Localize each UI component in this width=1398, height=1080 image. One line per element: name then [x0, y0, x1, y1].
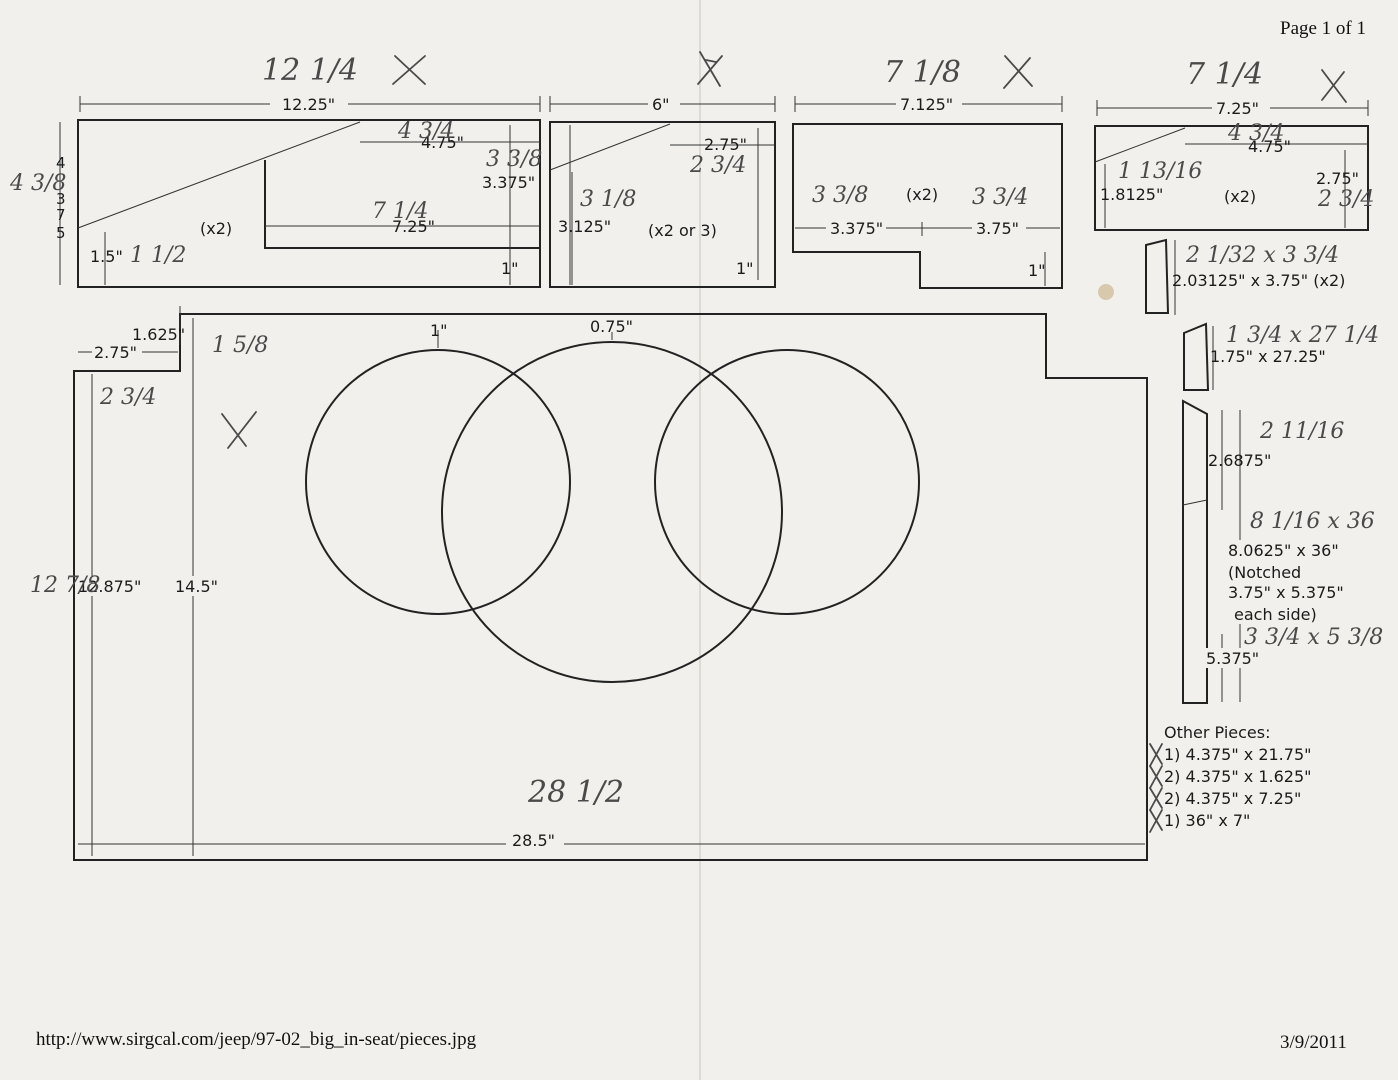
p3-right: 3.75": [976, 219, 1019, 238]
cross-mark: [1321, 69, 1347, 103]
board-hw-notch-w: 2 3/4: [99, 385, 156, 410]
p1-hw-inner: 7 1/4: [372, 199, 428, 224]
print-date: 3/9/2011: [1280, 1032, 1347, 1053]
p1-side: 1.5": [90, 247, 123, 266]
other-title: Other Pieces:: [1164, 723, 1270, 742]
p1-hw-side: 1 1/2: [130, 243, 186, 268]
p1-inner: 7.25": [392, 217, 435, 236]
p1-hw-left-digits: 4 3 7 5: [56, 154, 66, 242]
board-height-main: 14.5": [175, 577, 218, 596]
s3-line-2: (Notched: [1228, 563, 1301, 582]
p3-qty: (x2): [906, 185, 938, 204]
speaker-cutout-right: [654, 349, 920, 615]
strip-1: 2.03125" x 3.75" (x2) 2 1/32 x 3 3/4: [1145, 238, 1345, 315]
p1-hw-height: 3 3/8: [486, 147, 542, 172]
s1-dims: 2.03125" x 3.75" (x2): [1172, 271, 1345, 290]
other-item-1: 1) 4.375" x 21.75": [1164, 745, 1311, 764]
s3-line-4: each side): [1234, 605, 1317, 624]
p3-width: 7.125": [900, 95, 953, 114]
p1-width: 12.25": [282, 95, 335, 114]
p4-notch: 4.75": [1248, 137, 1291, 156]
other-item-4: 1) 36" x 7": [1164, 811, 1250, 830]
p4-right: 2.75": [1316, 169, 1359, 188]
p1-notch: 4.75": [421, 133, 464, 152]
board-hw-width: 28 1/2: [527, 775, 624, 810]
other-item-3: 2) 4.375" x 7.25": [1164, 789, 1301, 808]
p2-hw-notch: 2 3/4: [689, 153, 746, 178]
cross-mark: [221, 411, 257, 449]
board-hw-notch-h: 1 5/8: [212, 333, 268, 358]
p4-hw-height: 1 13/16: [1118, 159, 1202, 184]
p1-qty: (x2): [200, 219, 232, 238]
p1-thick: 1": [501, 259, 519, 278]
source-url: http://www.sirgcal.com/jeep/97-02_big_in…: [36, 1029, 477, 1050]
p2-qty: (x2 or 3): [648, 221, 717, 240]
p4-hw-notch: 4 3/4: [1227, 121, 1284, 146]
p2-hw-height: 3 1/8: [580, 187, 636, 212]
board-height-left: 12.875": [78, 577, 141, 596]
s3-line-3: 3.75" x 5.375": [1228, 583, 1344, 602]
svg-text:7: 7: [56, 206, 66, 224]
p3-hw-width: 7 1/8: [884, 55, 961, 90]
check-mark: [1149, 743, 1163, 767]
speaker-cutout-left: [305, 349, 571, 615]
check-mark: [1149, 787, 1163, 811]
svg-text:5: 5: [56, 224, 66, 242]
s2-dims: 1.75" x 27.25": [1210, 347, 1326, 366]
p2-thick: 1": [736, 259, 754, 278]
piece-4: 7.25" 4.75" 1.8125" (x2) 2.75" 7 1/4 4 3…: [1094, 57, 1374, 231]
svg-text:4: 4: [56, 154, 66, 172]
p2-width: 6": [652, 95, 670, 114]
cross-mark: [697, 51, 723, 87]
cross-mark: [1003, 55, 1033, 89]
s2-hw: 1 3/4 x 27 1/4: [1226, 323, 1379, 348]
board-notch-h: 1.625": [132, 325, 185, 344]
board-gap-mid: 0.75": [590, 317, 633, 336]
p1-height: 3.375": [482, 173, 535, 192]
check-mark: [1149, 765, 1163, 789]
p3-hw-left: 3 3/8: [812, 183, 868, 208]
other-pieces: Other Pieces: 1) 4.375" x 21.75" 2) 4.37…: [1149, 723, 1311, 833]
s1-hw: 2 1/32 x 3 3/4: [1185, 243, 1339, 268]
board-width: 28.5": [512, 831, 555, 850]
p4-qty: (x2): [1224, 187, 1256, 206]
piece-3: 7.125" 3.375" 3.75" (x2) 1" 7 1/8 3 3/8 …: [792, 55, 1063, 289]
p1-hw-left: 4 3/8: [9, 171, 66, 196]
strip-2: 1.75" x 27.25" 1 3/4 x 27 1/4: [1183, 322, 1379, 391]
s3-line-1: 8.0625" x 36": [1228, 541, 1339, 560]
board-gap-top: 1": [430, 321, 448, 340]
p2-notch: 2.75": [704, 135, 747, 154]
stain: [1098, 284, 1114, 300]
board-hw-height-left: 12 7/8: [30, 573, 100, 598]
p1-hw-width: 12 1/4: [262, 53, 358, 88]
board-notch-w: 2.75": [94, 343, 137, 362]
p4-hw-width: 7 1/4: [1186, 57, 1263, 92]
s3-bottom: 5.375": [1206, 649, 1259, 668]
cross-mark: [392, 55, 426, 85]
p1-hw-notch: 4 3/4: [397, 119, 454, 144]
check-mark: [1149, 809, 1163, 833]
p4-hw-right: 2 3/4: [1317, 187, 1374, 212]
s3-hw-notch: 3 3/4 x 5 3/8: [1244, 625, 1383, 650]
s3-hw-top: 2 11/16: [1259, 419, 1344, 444]
s3-top: 2.6875": [1208, 451, 1271, 470]
s3-hw: 8 1/16 x 36: [1250, 509, 1375, 534]
piece-2: 6" 2.75" 3.125" (x2 or 3) 1" 2 3/4 3 1/8: [549, 51, 776, 288]
p3-left: 3.375": [830, 219, 883, 238]
other-item-2: 2) 4.375" x 1.625": [1164, 767, 1311, 786]
p4-width: 7.25": [1216, 99, 1259, 118]
strip-3: 2.6875" 2 11/16 8 1/16 x 36 8.0625" x 36…: [1182, 399, 1383, 704]
p3-thick: 1": [1028, 261, 1046, 280]
speaker-cutout-center: [441, 341, 783, 683]
svg-text:3: 3: [56, 190, 66, 208]
main-board: 1" 0.75" 1.625" 2.75" 12.875" 14.5" 28.5…: [30, 306, 1148, 861]
p4-height: 1.8125": [1100, 185, 1163, 204]
p3-hw-right: 3 3/4: [972, 185, 1028, 210]
p2-height: 3.125": [558, 217, 611, 236]
piece-1: 12.25" 4.75" 3.375" 7.25" (x2) 1.5" 1" 1…: [9, 53, 571, 288]
page-number: Page 1 of 1: [1280, 18, 1366, 39]
